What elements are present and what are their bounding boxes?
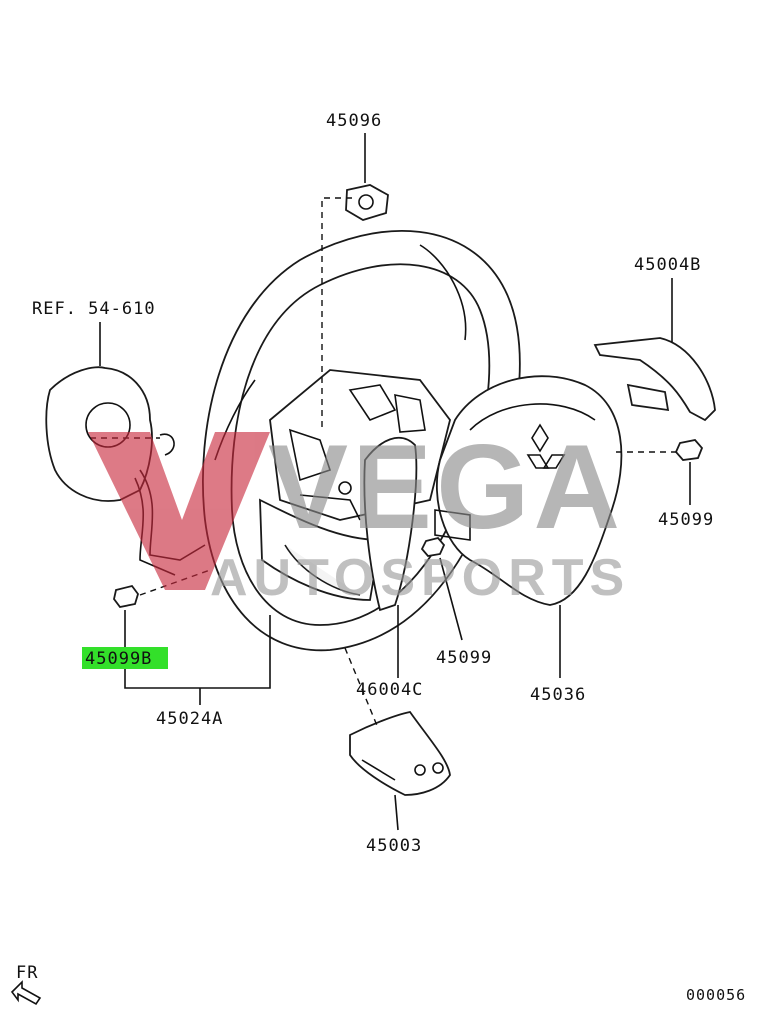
bolt-45099b	[113, 584, 139, 608]
callout-45096: 45096	[326, 111, 382, 131]
bolt-45099-center	[420, 536, 446, 557]
callout-45099-right: 45099	[658, 510, 714, 530]
cover-45004b	[593, 337, 716, 422]
nut-45096	[345, 184, 389, 221]
highlight-marker	[82, 647, 168, 669]
callout-46004c: 46004C	[356, 680, 423, 700]
watermark-sub: AUTOSPORTS	[210, 549, 630, 607]
callout-45003: 45003	[366, 836, 422, 856]
figure-code: 000056	[686, 986, 746, 1004]
orientation-label: FR	[16, 963, 38, 983]
front-orientation-mark: FR	[10, 963, 42, 1006]
cover-45003	[349, 711, 451, 796]
callout-45036: 45036	[530, 685, 586, 705]
cover-46004c	[363, 436, 418, 612]
airbag-45036	[434, 375, 623, 606]
watermark-main: VEGA	[268, 420, 624, 554]
front-arrow-icon	[10, 980, 42, 1006]
watermark-logo-mark	[88, 432, 270, 590]
watermark: VEGA AUTOSPORTS	[88, 420, 630, 607]
callout-45099b: 45099B	[85, 649, 152, 669]
callout-45099-center: 45099	[436, 648, 492, 668]
callout-ref-54-610: REF. 54-610	[32, 299, 156, 319]
bolt-45099-right	[674, 439, 704, 461]
callout-45024a: 45024A	[156, 709, 223, 729]
callout-45004b: 45004B	[634, 255, 701, 275]
